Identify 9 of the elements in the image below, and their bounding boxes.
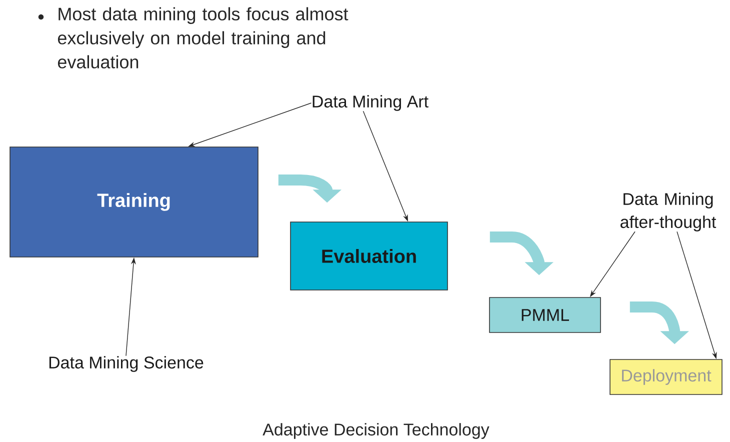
process-box: PMML <box>489 297 601 333</box>
bullet-text: Most data mining tools focus almost exclusively on model training and evaluation <box>58 7 348 68</box>
caption: Adaptive Decision Technology <box>262 423 490 439</box>
callout-text: Data Mining after-thought <box>620 192 716 232</box>
callout-text: Data Mining Science <box>49 356 204 372</box>
process-box: Deployment <box>610 359 722 395</box>
process-box: Training <box>10 146 258 258</box>
process-box: Evaluation <box>290 222 448 290</box>
callout-text: Data Mining Art <box>312 95 428 111</box>
